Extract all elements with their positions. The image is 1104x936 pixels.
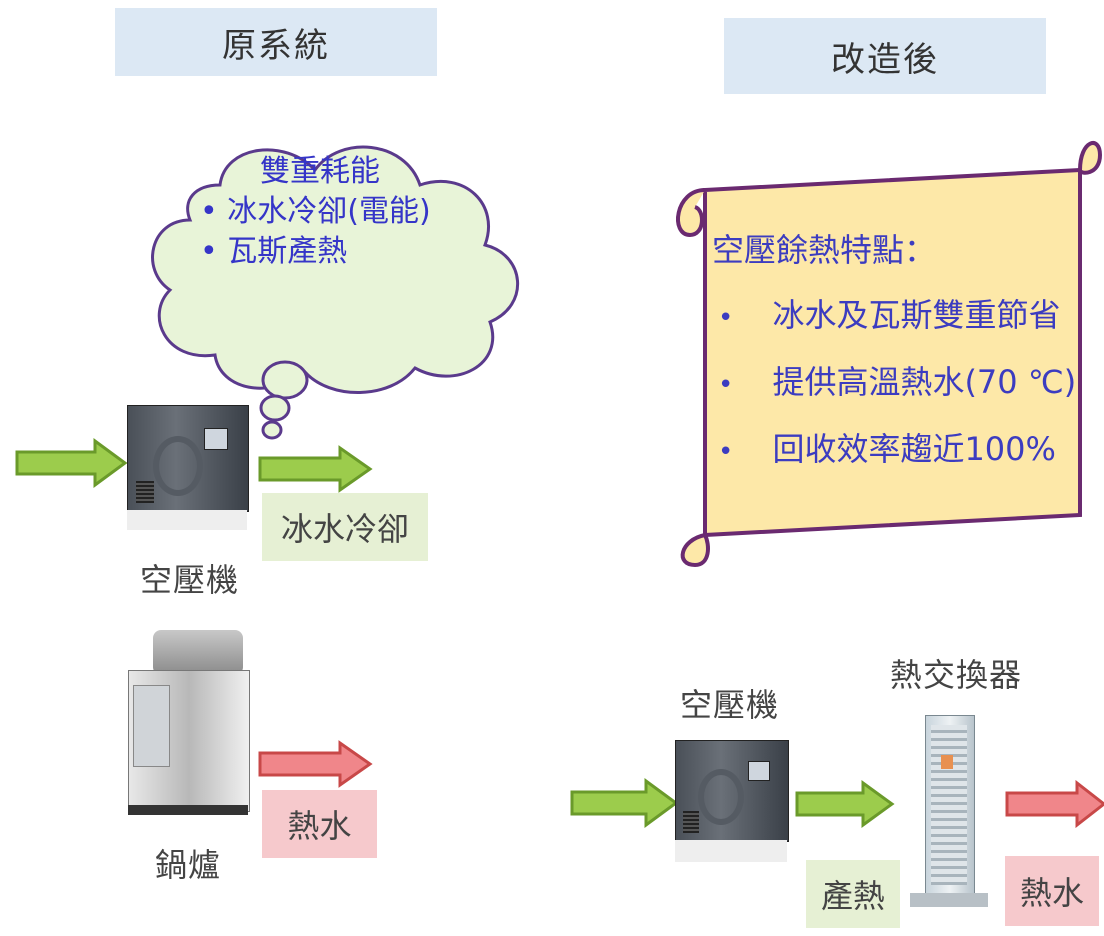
heat-tag: 產熱 bbox=[806, 860, 900, 928]
scroll-item-1-text: 冰水及瓦斯雙重節省 bbox=[772, 296, 1061, 334]
scroll-item-3: • 回收效率趨近100% bbox=[718, 424, 1056, 470]
cloud-item-2-text: 瓦斯產熱 bbox=[227, 234, 348, 269]
bullet-dot-icon: • bbox=[718, 370, 734, 400]
left-header: 原系統 bbox=[115, 8, 437, 76]
air-compressor-image bbox=[675, 740, 789, 842]
green-arrow-icon bbox=[258, 445, 373, 493]
scroll-item-2: • 提供高溫熱水(70 ℃) bbox=[718, 357, 1076, 403]
scroll-title: 空壓餘熱特點： bbox=[712, 231, 937, 269]
scroll-item-3-text: 回收效率趨近100% bbox=[772, 430, 1056, 468]
thought-cloud bbox=[151, 145, 519, 440]
compressor-panel bbox=[748, 761, 770, 781]
right-hotwater-tag: 熱水 bbox=[1005, 856, 1099, 926]
cloud-text: 雙重耗能 • 冰水冷卻(電能) • 瓦斯產熱 bbox=[200, 152, 500, 272]
compressor-base bbox=[675, 840, 787, 862]
cooling-tag: 冰水冷卻 bbox=[262, 493, 428, 561]
left-header-text: 原系統 bbox=[222, 25, 330, 66]
scroll-item-1: • 冰水及瓦斯雙重節省 bbox=[718, 290, 1060, 336]
green-arrow-icon bbox=[795, 780, 895, 828]
right-compressor-label: 空壓機 bbox=[680, 686, 780, 724]
heat-exchanger-image bbox=[905, 715, 995, 915]
left-hotwater-tag: 熱水 bbox=[262, 790, 377, 858]
compressor-base bbox=[127, 510, 247, 530]
scroll-item-2-text: 提供高溫熱水(70 ℃) bbox=[772, 363, 1077, 401]
green-arrow-icon bbox=[15, 438, 127, 488]
bullet-dot-icon: • bbox=[200, 234, 228, 269]
heat-tag-text: 產熱 bbox=[820, 877, 885, 915]
boiler-pipes bbox=[153, 630, 243, 675]
boiler-image bbox=[128, 630, 250, 815]
cloud-item-1: • 冰水冷卻(電能) bbox=[200, 192, 500, 232]
air-compressor-image bbox=[127, 405, 249, 512]
right-header: 改造後 bbox=[724, 18, 1046, 94]
cloud-item-2: • 瓦斯產熱 bbox=[200, 232, 500, 272]
compressor-logo-icon bbox=[698, 769, 744, 825]
green-arrow-icon bbox=[570, 778, 678, 828]
bullet-dot-icon: • bbox=[200, 194, 228, 229]
cloud-item-1-text: 冰水冷卻(電能) bbox=[227, 194, 431, 229]
right-header-text: 改造後 bbox=[831, 39, 939, 80]
red-arrow-icon bbox=[1005, 780, 1104, 828]
bullet-dot-icon: • bbox=[718, 437, 734, 467]
exchanger-warning-label bbox=[941, 755, 953, 769]
red-arrow-icon bbox=[258, 740, 373, 788]
exchanger-label: 熱交換器 bbox=[890, 656, 1023, 694]
left-hotwater-tag-text: 熱水 bbox=[287, 807, 352, 845]
boiler-base bbox=[128, 805, 248, 815]
left-compressor-label: 空壓機 bbox=[140, 561, 240, 599]
cloud-title: 雙重耗能 bbox=[260, 154, 380, 189]
scroll-banner bbox=[676, 141, 1103, 568]
boiler-side-panel bbox=[133, 685, 170, 767]
compressor-panel bbox=[204, 428, 228, 450]
exchanger-plates bbox=[931, 725, 967, 885]
compressor-vent bbox=[136, 481, 154, 503]
boiler-label: 鍋爐 bbox=[155, 846, 222, 884]
compressor-logo-icon bbox=[153, 436, 203, 496]
compressor-vent bbox=[683, 811, 699, 833]
right-hotwater-tag-text: 熱水 bbox=[1019, 874, 1084, 912]
cooling-tag-text: 冰水冷卻 bbox=[280, 510, 409, 548]
exchanger-base bbox=[910, 893, 988, 907]
bullet-dot-icon: • bbox=[718, 303, 734, 333]
